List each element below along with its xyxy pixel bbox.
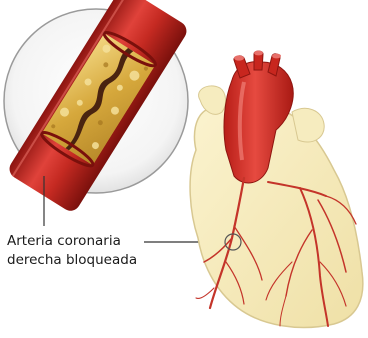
heart: [190, 51, 363, 328]
artery-label-line1: Arteria coronaria: [7, 232, 137, 251]
magnified-inset: [4, 0, 190, 214]
artery-label: Arteria coronaria derecha bloqueada: [7, 232, 137, 270]
artery-label-line2: derecha bloqueada: [7, 251, 137, 270]
